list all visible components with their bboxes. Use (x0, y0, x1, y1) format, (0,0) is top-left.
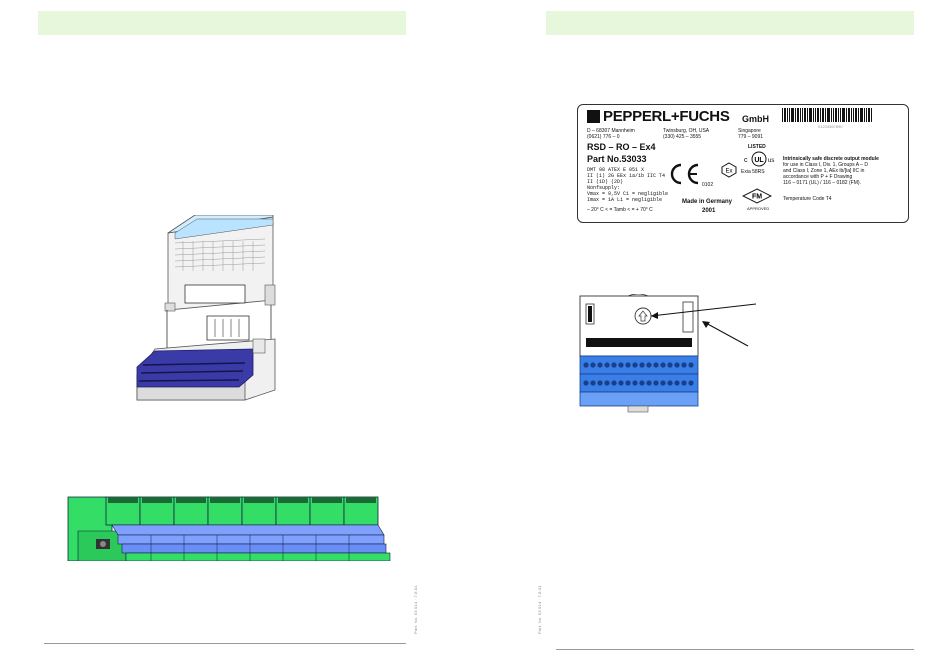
ce-mark-icon (670, 163, 699, 185)
terminal-screw (688, 362, 694, 368)
terminal-screw (639, 380, 645, 386)
terminal-screw (681, 362, 687, 368)
terminal-screw (604, 362, 610, 368)
terminal-screw (632, 362, 638, 368)
terminal-screw (646, 380, 652, 386)
temperature-code: Temperature Code T4 (783, 196, 832, 202)
terminal-rail-diagram (67, 496, 391, 561)
right-footer-rule (556, 649, 914, 650)
terminal-screw (667, 380, 673, 386)
address-de-line1: D – 68307 Mannheim (587, 128, 635, 134)
product-label: PEPPERL+FUCHS GmbH 01234567890 D – 68307… (577, 104, 909, 223)
terminal-screw (618, 362, 624, 368)
terminal-module-front-diagram (579, 294, 757, 413)
fm-approved: APPROVED (747, 206, 770, 211)
terminal-screw (590, 380, 596, 386)
terminal-screw (653, 362, 659, 368)
svg-text:c: c (744, 157, 748, 164)
terminal-screw (688, 380, 694, 386)
terminal-screw (639, 362, 645, 368)
svg-text:Ex: Ex (725, 169, 732, 175)
cert-line-1: DMT 98 ATEX E 051 X (587, 167, 645, 173)
terminal-screw (660, 380, 666, 386)
temperature-range: – 20° C < = Tamb < = + 70° C (587, 207, 653, 213)
terminal-screw (583, 380, 589, 386)
address-us-line1: Twinsburg, OH, USA (663, 128, 710, 134)
desc-line-4: accordance with P + F Drawing (783, 174, 853, 180)
terminal-screw (611, 380, 617, 386)
terminal-screw (674, 362, 680, 368)
left-header-bar (38, 11, 406, 35)
cert-line-3: II (1D) (2D) (587, 179, 624, 185)
desc-line-1: Intrinsically safe discrete output modul… (783, 156, 879, 162)
desc-line-3: and Class I, Zone 1, AEx ib/[ia] IIC in (783, 168, 865, 174)
terminal-screw (583, 362, 589, 368)
desc-line-5: 116 – 0171 (UL) / 116 – 0182 (FM). (783, 180, 861, 186)
model-name: RSD – RO – Ex4 (587, 142, 656, 152)
desc-line-2: for use in Class I, Div. 1, Groups A – D (783, 162, 868, 168)
svg-text:FM: FM (752, 194, 762, 201)
cert-line-6: Imax = 1A Li = negligible (587, 197, 663, 203)
terminal-screw (674, 380, 680, 386)
module-mounting-diagram (136, 215, 276, 401)
left-footer-rule (44, 643, 406, 644)
right-part-number: Part. No. 53 014 · 7.8.01 (537, 585, 542, 634)
terminal-screw (646, 362, 652, 368)
terminal-screw (618, 380, 624, 386)
pf-logo-icon (587, 110, 600, 123)
address-de-line2: (0621) 776 – 0 (587, 134, 620, 140)
cert-line-2: II (1) 2G EEx ia/ib IIC T4 (587, 173, 666, 179)
address-sg-line2: 779 – 9091 (738, 134, 764, 140)
terminal-screw (604, 380, 610, 386)
terminal-screw (625, 380, 631, 386)
part-number: Part No.53033 (587, 154, 647, 164)
barcode-text: 01234567890 (818, 124, 843, 129)
address-sg-line1: Singapore (738, 128, 761, 134)
ul-mark-icon: c UL us (744, 151, 774, 167)
terminal-screw (590, 362, 596, 368)
right-header-bar (546, 11, 914, 35)
terminal-screw (611, 362, 617, 368)
terminal-screw (660, 362, 666, 368)
terminal-screw (653, 380, 659, 386)
manufacture-year: 2001 (702, 208, 716, 214)
terminal-screw (597, 380, 603, 386)
svg-text:us: us (768, 158, 774, 164)
brand-suffix: GmbH (742, 114, 769, 124)
terminal-screw (632, 380, 638, 386)
ul-listed: LISTED (748, 144, 766, 150)
made-in-germany: Made in Germany (682, 199, 733, 205)
svg-text:UL: UL (754, 157, 764, 164)
ex-mark-icon: Ex (721, 162, 737, 178)
fm-mark-icon: FM (742, 188, 772, 204)
terminal-screw (625, 362, 631, 368)
ce-number: 0102 (702, 182, 714, 188)
terminal-screw (681, 380, 687, 386)
brand-name: PEPPERL+FUCHS (603, 108, 730, 125)
terminal-screw (597, 362, 603, 368)
left-part-number: Part. No. 53 014 · 7.8.01 (413, 585, 418, 634)
ul-subtext: Exia 58RS (741, 169, 765, 175)
barcode (782, 108, 872, 122)
address-us-line2: (330) 425 – 3555 (663, 134, 702, 140)
terminal-screw (667, 362, 673, 368)
cert-line-5: Vmax = 9,5V Ci = negligible (587, 191, 669, 197)
cert-line-4: Nonfsupply: (587, 185, 621, 191)
